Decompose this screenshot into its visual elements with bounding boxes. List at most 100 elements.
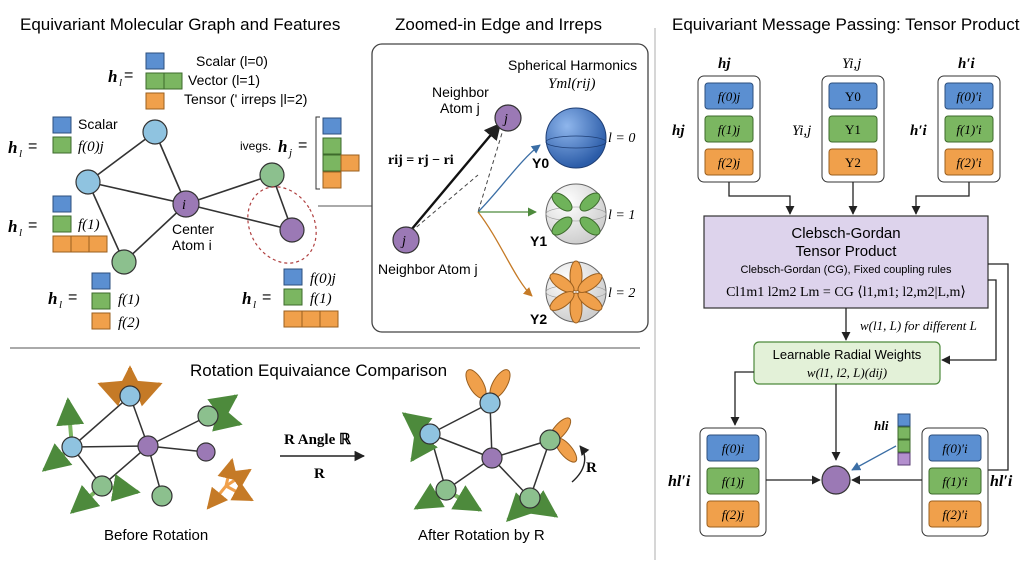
hi-f2-text: f(2)′i [956,155,982,170]
y1-lobe [551,216,573,236]
vector-arrow [217,457,238,487]
br-tensor-swatch-2 [301,310,321,328]
rotation-arrow: R Angle ℝ R [280,432,366,482]
hli-swatch [897,413,911,427]
hj-f1-text: f(1)j [718,122,741,137]
center-atom-node [481,447,503,469]
mp-flow: Clebsch-Gordan Tensor Product Clebsch-Go… [668,182,1013,537]
atom-node [142,119,168,145]
y2-lobe [569,292,583,324]
side-yij-label: Yi,j [792,123,811,139]
br-scalar-swatch [283,268,303,286]
center-atom-label-2: Atom i [172,237,212,253]
sh-title: Spherical Harmonics [508,57,637,73]
y2-label: Y2 [530,311,547,327]
out-right-f0 [928,434,982,462]
y1-lobe [551,192,573,212]
atom-node [259,162,285,188]
atom-node [111,249,137,275]
zoom-edge-diagram: Neighbor Atom j j j rij = rj − ri Neighb… [378,57,637,327]
legend-equals: = [124,67,133,84]
col-yij-label: Yi,j [842,56,861,72]
out-right-f2-text: f(2)′i [942,507,968,522]
side-hj-label: hj [672,123,685,139]
legend-vector-label: Vector (l=1) [188,72,260,88]
y2-lobe [577,291,603,311]
f1-label: f(1) [78,217,100,233]
y1-lobe [579,192,601,212]
out-left-label: hl′i [668,473,691,490]
hj-f2-cell [704,148,754,176]
l1-label: l = 1 [608,208,635,223]
atom-node [151,485,173,507]
center-atom-node [172,190,200,218]
tensor-swatch-2a [52,235,72,253]
cg-title-2: Tensor Product [796,243,898,260]
rotation-arrow-label-1: R Angle ℝ [284,432,352,448]
atom-node [197,405,219,427]
legend-h-subscript: l [119,77,122,89]
atom-node [419,423,441,445]
mp-input-columns: hj Yi,j h′i f(0)j f(1)j f(2)j Y0 Y1 Y2 f… [672,56,1001,183]
bottom-right-feature-stack: h l = f(0)j f(1) [242,268,339,328]
y0-equator [545,135,607,149]
left-h-label: h [8,138,17,157]
zoom-highlight-ellipse [247,186,317,264]
l0-label: l = 0 [608,131,635,146]
br-tensor-swatch-1 [283,310,303,328]
hj-f0-cell [704,82,754,110]
rij-vector-arrow [405,122,502,237]
atom-node [519,487,541,509]
scalar-swatch-2 [52,195,72,213]
zoom-panel-title: Zoomed-in Edge and Irreps [395,15,602,34]
neighbor-bottom-label: Neighbor Atom j [378,261,478,277]
y1-label: Y1 [530,233,547,249]
hj-tensor-swatch [340,154,360,172]
out-right-label: hl′i [990,473,1013,490]
hi-to-cg-arrow [911,182,970,215]
graph-panel-title: Equivariant Molecular Graph and Features [20,15,340,34]
y1-cell [828,115,878,143]
legend-tensor-swatch [145,92,165,110]
hj-label: h [278,137,287,156]
neighbor-atom-bottom [392,226,420,254]
legend-h-label: h [108,67,117,86]
f2-label-3: f(2) [118,315,140,331]
cg-subtitle: Clebsch-Gordan (CG), Fixed coupling rule… [741,264,952,276]
before-rotation-label: Before Rotation [104,527,208,544]
y0-sphere [545,107,607,169]
hj-equals: = [298,137,307,154]
neighbor-top-label-1: Neighbor [432,84,489,100]
atom-node [435,479,457,501]
neighbor-top-label-2: Atom j [440,100,480,116]
mp-panel-title: Equivariant Message Passing: Tensor Prod… [672,15,1020,34]
legend-scalar-label: Scalar (l=0) [196,53,268,69]
out-left-f2-text: f(2)j [722,507,745,522]
center-atom-node [137,435,159,457]
legend-vector-swatch [145,72,165,90]
hj-bracket [315,116,320,190]
y0-cell [828,82,878,110]
out-right-f1 [928,467,982,495]
out-left-f0 [706,434,760,462]
l2-label: l = 2 [608,286,635,301]
vector-arrow [225,481,254,502]
col-hi-label: h′i [958,56,976,72]
left-h-subscript: l [19,148,22,160]
y2-cell [828,148,878,176]
hj-feature-stack: ivegs. h j = [240,116,360,190]
rotation-r-mark: R [586,460,597,476]
after-rotation-label: After Rotation by R [418,527,545,544]
f0j-label: f(0)j [78,139,104,155]
center-atom-label-1: Center [172,221,214,237]
br-f0j-label: f(0)j [310,271,336,287]
hli-to-sum-arrow [851,445,897,471]
hli-label: hli [874,418,889,433]
left-h-subscript-2: l [19,227,22,239]
hj-f1-cell [704,115,754,143]
side-hi-label: h′i [910,123,928,139]
sh-formula: Yml(rij) [548,76,596,92]
hj-tensor-swatch-2 [322,171,342,189]
to-y2-arrow [477,211,533,297]
y1-equator [545,206,607,222]
